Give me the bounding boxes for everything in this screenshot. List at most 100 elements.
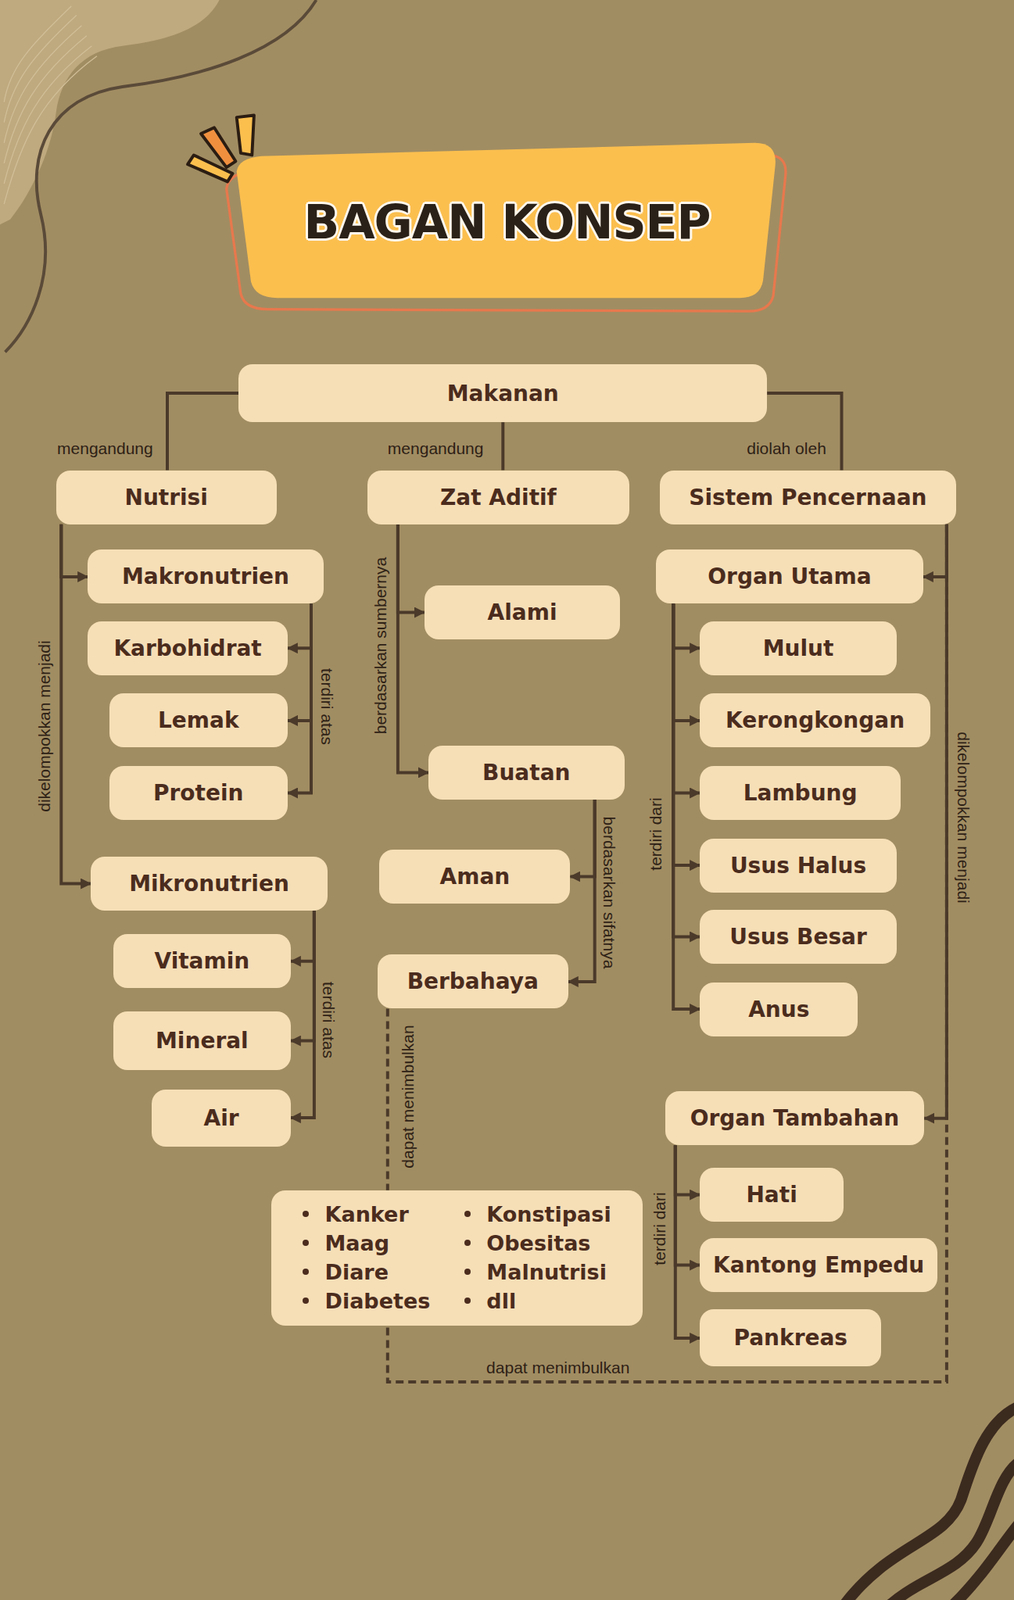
- concept-box: Lambung: [699, 766, 901, 821]
- box-label: Mikronutrien: [128, 870, 290, 897]
- list-item: Konstipasi: [464, 1200, 611, 1229]
- box-label: Usus Halus: [730, 852, 867, 879]
- list-item-text: dll: [486, 1289, 516, 1314]
- edge-label: dapat menimbulkan: [483, 1358, 632, 1378]
- concept-box: Aman: [379, 849, 570, 904]
- concept-box: Sistem Pencernaan: [659, 470, 956, 525]
- connector: [290, 910, 315, 1041]
- list-item: Obesitas: [464, 1228, 611, 1258]
- concept-box: Usus Halus: [699, 838, 897, 893]
- concept-box: Alami: [424, 585, 621, 640]
- connector: [290, 910, 315, 1118]
- bullet-dot: [464, 1297, 471, 1305]
- box-label: Anus: [748, 996, 810, 1023]
- list-item-text: Konstipasi: [486, 1202, 611, 1227]
- concept-box: Organ Utama: [655, 549, 924, 604]
- disease-list-box: KankerMaagDiareDiabetes KonstipasiObesita…: [271, 1190, 642, 1326]
- edge-label: dapat menimbulkan: [398, 1022, 418, 1171]
- connector: [673, 603, 700, 1010]
- corner-blob: [0, 0, 220, 225]
- list-item: Kanker: [302, 1200, 430, 1229]
- list-item-text: Kanker: [324, 1202, 409, 1227]
- box-label: Usus Besar: [729, 924, 867, 950]
- concept-box: Makanan: [238, 364, 767, 423]
- bullet-dot: [302, 1239, 309, 1247]
- connector: [167, 393, 239, 471]
- list-item-text: Diare: [324, 1260, 389, 1285]
- box-label: Organ Tambahan: [690, 1105, 900, 1132]
- concept-box: Lemak: [109, 693, 288, 748]
- bullet-dot: [302, 1297, 309, 1305]
- edge-label: terdiri dari: [646, 795, 666, 874]
- box-label: Makanan: [447, 380, 559, 407]
- bullet-dot: [302, 1268, 309, 1276]
- list-item: Maag: [302, 1228, 430, 1258]
- concept-box: Usus Besar: [699, 910, 897, 964]
- bullet-dot: [464, 1239, 471, 1247]
- concept-box: Mineral: [113, 1011, 291, 1070]
- edge-label: mengandung: [54, 439, 156, 459]
- connector: [290, 910, 315, 962]
- connector: [675, 1145, 700, 1339]
- concept-box: Air: [151, 1089, 291, 1147]
- edge-label: terdiri atas: [316, 666, 336, 748]
- connector: [60, 524, 88, 577]
- box-label: Lambung: [743, 780, 858, 807]
- box-label: Aman: [440, 863, 511, 890]
- concept-box: Mulut: [699, 621, 897, 676]
- concept-box: Zat Aditif: [367, 470, 630, 525]
- bullet-dot: [464, 1211, 471, 1218]
- list-item-text: Maag: [324, 1231, 390, 1256]
- concept-box: Protein: [109, 766, 288, 821]
- box-label: Kerongkongan: [725, 707, 905, 734]
- concept-box: Mikronutrien: [90, 856, 328, 911]
- connector: [569, 799, 595, 878]
- box-label: Vitamin: [154, 948, 250, 975]
- box-label: Nutrisi: [124, 484, 208, 511]
- concept-box: Buatan: [428, 745, 625, 800]
- list-item: Diare: [302, 1257, 430, 1287]
- box-label: Organ Utama: [707, 563, 871, 590]
- box-label: Kantong Empedu: [713, 1252, 925, 1279]
- edge-label: terdiri atas: [318, 979, 338, 1061]
- concept-box: Berbahaya: [377, 954, 569, 1009]
- connector: [924, 524, 947, 1119]
- concept-box: Organ Tambahan: [665, 1091, 925, 1146]
- box-label: Air: [204, 1105, 240, 1132]
- box-label: Sistem Pencernaan: [688, 484, 927, 511]
- concept-box: Nutrisi: [56, 470, 277, 525]
- list-item: dll: [464, 1286, 611, 1316]
- box-label: Alami: [487, 599, 558, 626]
- list-column: KankerMaagDiareDiabetes: [302, 1200, 430, 1316]
- box-label: Berbahaya: [407, 968, 539, 995]
- box-label: Buatan: [482, 759, 570, 786]
- corner-hatching: [3, 6, 97, 205]
- edge-label: terdiri dari: [650, 1190, 670, 1269]
- concept-box: Kerongkongan: [699, 693, 931, 748]
- dashed-connector: [386, 1009, 390, 1191]
- connector: [287, 603, 312, 649]
- connector: [675, 1145, 700, 1265]
- edge-label: dikelompokkan menjadi: [35, 637, 54, 814]
- list-column: KonstipasiObesitasMalnutrisidll: [464, 1200, 611, 1316]
- connector: [568, 799, 595, 982]
- list-item: Diabetes: [302, 1286, 430, 1316]
- concept-box: Anus: [699, 982, 858, 1037]
- connector: [673, 603, 700, 649]
- connector: [501, 422, 505, 470]
- box-label: Zat Aditif: [440, 484, 557, 511]
- connector: [673, 603, 700, 721]
- box-label: Karbohidrat: [113, 635, 262, 662]
- connector: [923, 524, 947, 577]
- connector: [60, 524, 91, 885]
- box-label: Makronutrien: [121, 563, 290, 590]
- concept-box: Hati: [699, 1168, 844, 1222]
- bullet-dot: [464, 1268, 471, 1276]
- concept-box: Vitamin: [113, 934, 291, 989]
- connector: [673, 603, 700, 793]
- bullet-dot: [302, 1211, 309, 1218]
- concept-box: Kantong Empedu: [699, 1238, 938, 1293]
- list-item-text: Obesitas: [486, 1231, 591, 1256]
- connector: [287, 603, 312, 721]
